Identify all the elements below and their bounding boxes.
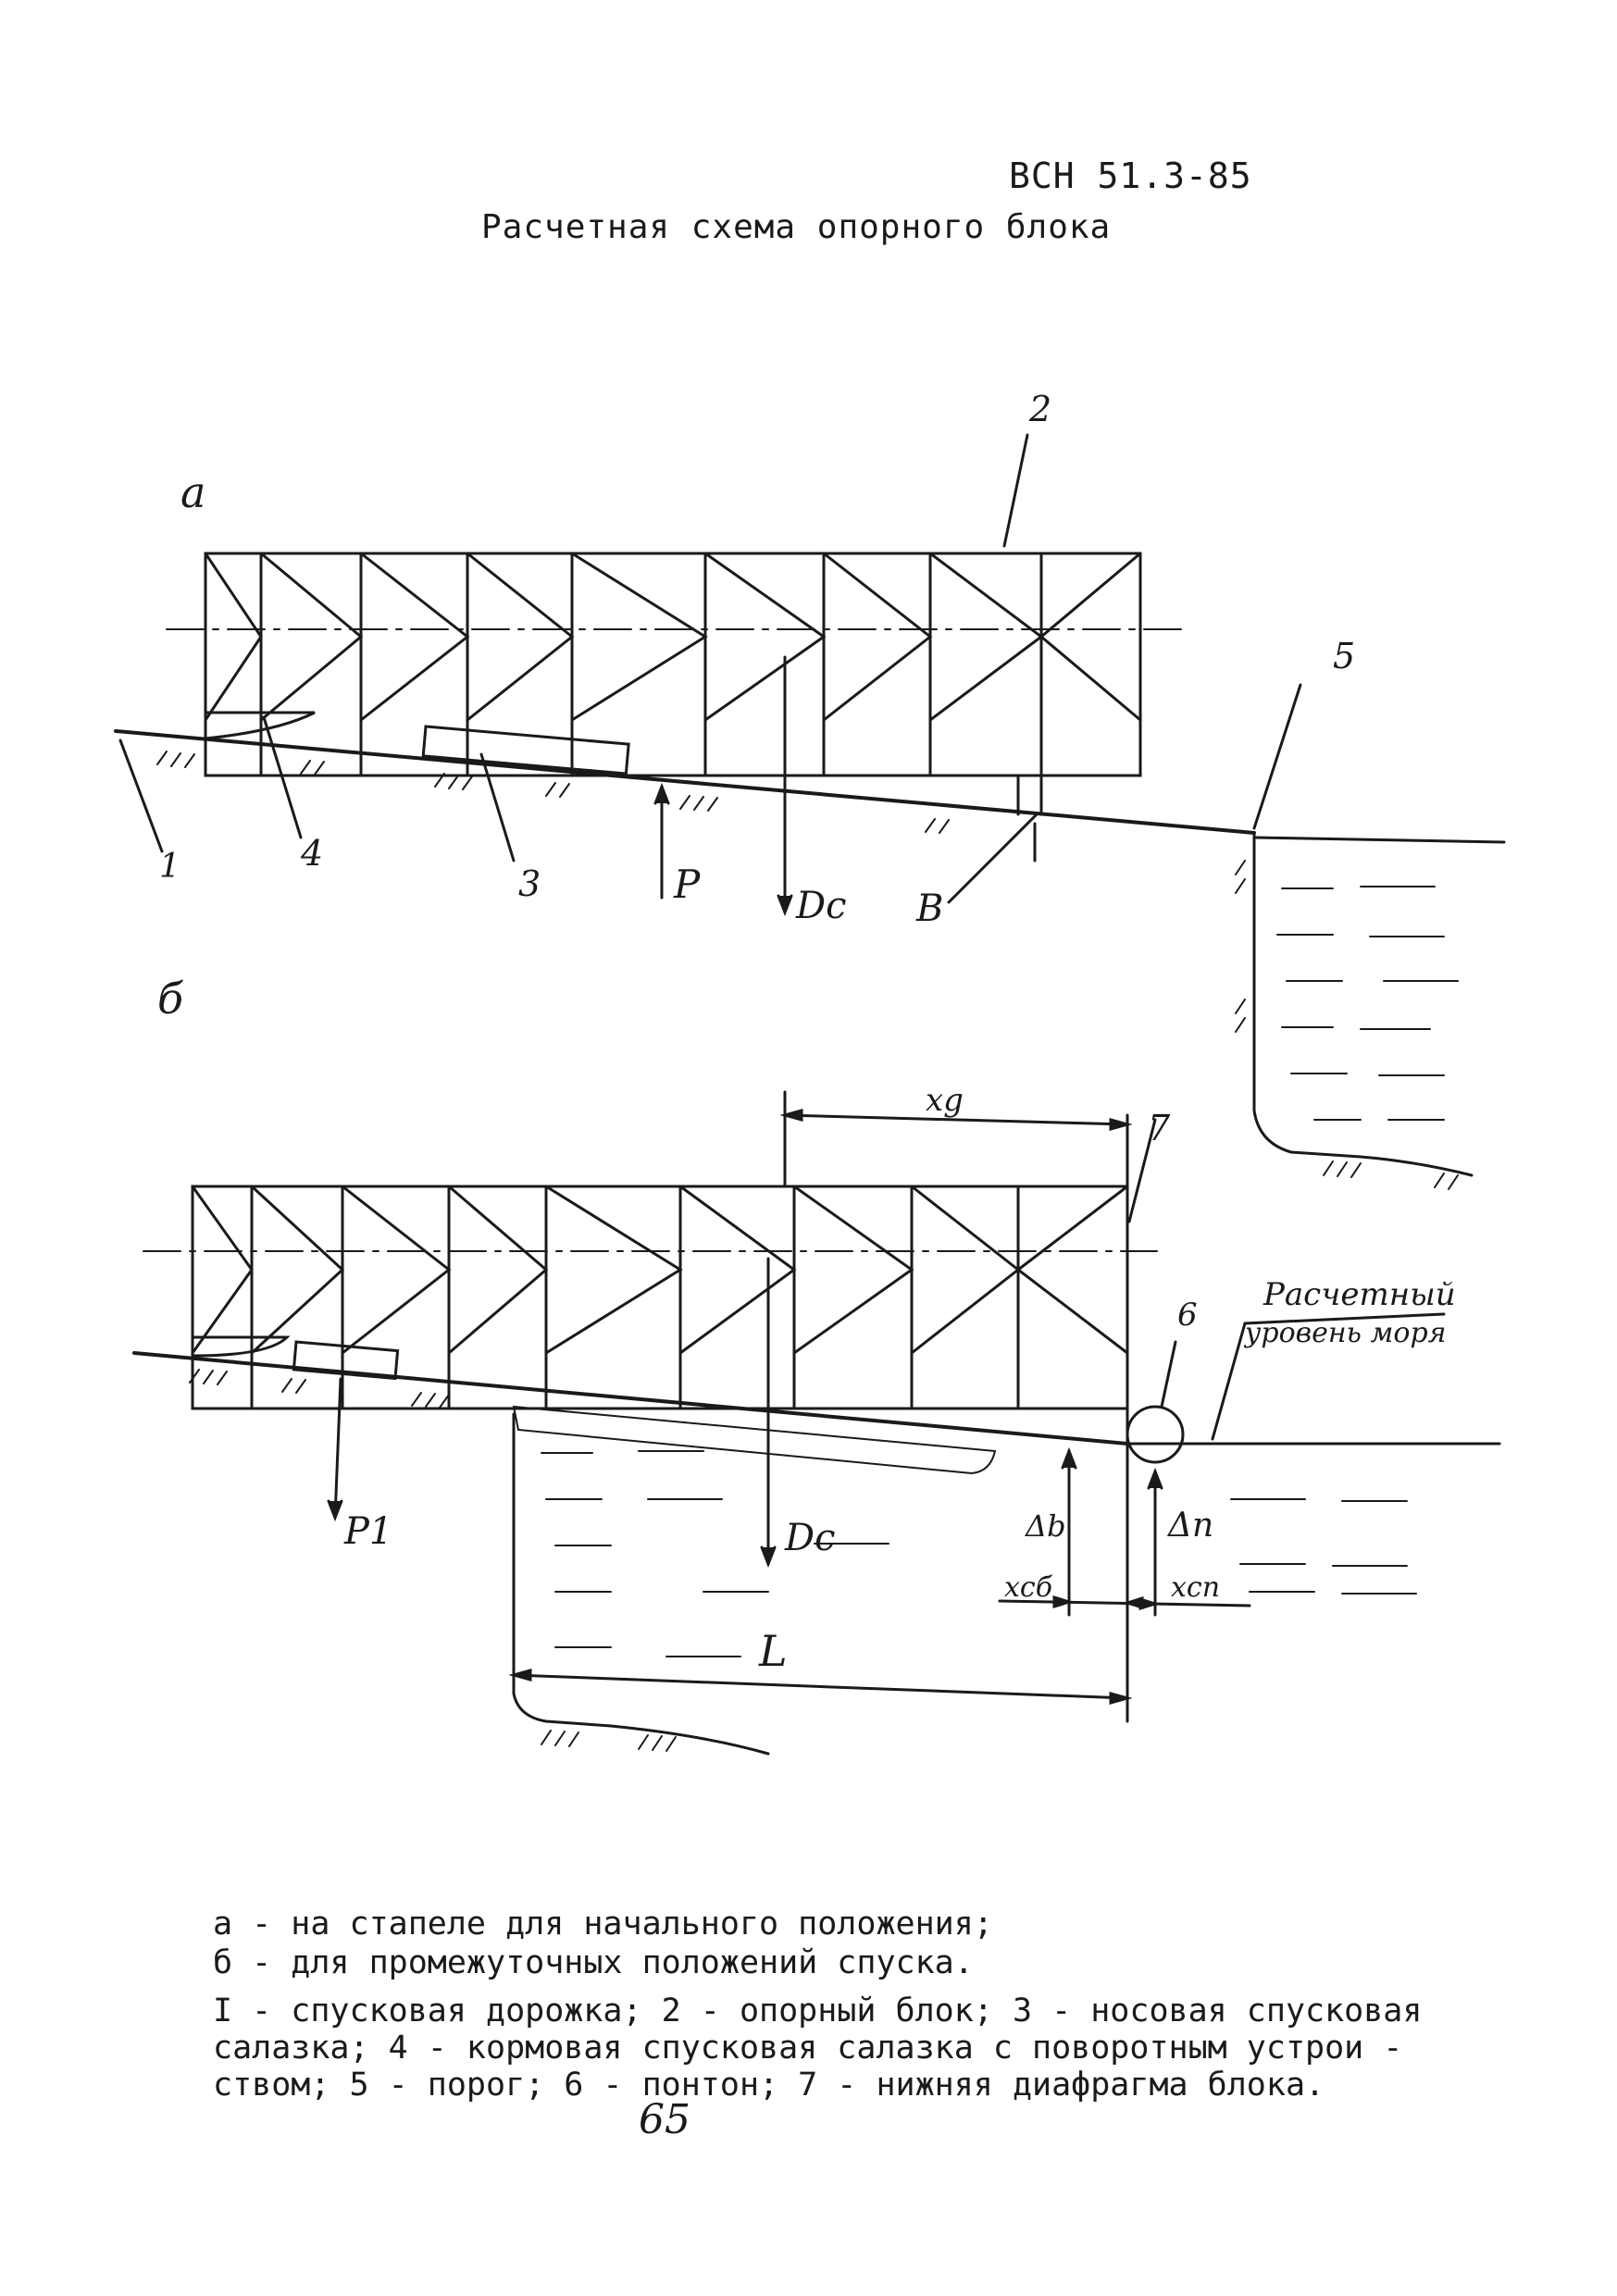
document-code: ВСН 51.3-85: [1009, 155, 1252, 196]
label-B: B: [915, 887, 943, 930]
label-delta-b: Δb: [1024, 1508, 1066, 1544]
pontoon-circle: [1126, 1405, 1185, 1464]
label-x-cn: xсп: [1171, 1571, 1220, 1604]
page-title: Расчетная схема опорного блока: [481, 208, 1112, 246]
label-xg: xg: [926, 1082, 964, 1119]
label-Dc-a: Dc: [795, 885, 846, 927]
support-block-b: [191, 1185, 1129, 1410]
support-block-a: [204, 552, 1142, 777]
caption-line-b: б - для промежуточных положений спуска.: [213, 1944, 974, 1981]
label-L: L: [758, 1626, 788, 1676]
panel-a-label: а: [180, 467, 205, 517]
legend-line-1: I - спусковая дорожка; 2 - опорный блок;…: [213, 1992, 1423, 2029]
panel-b-drawing: [132, 1090, 1501, 1756]
label-7: 7: [1148, 1108, 1171, 1148]
label-Dc-b: Dc: [784, 1517, 835, 1559]
water-level-label-1: Расчетный: [1263, 1276, 1456, 1313]
panel-a-drawing: [114, 433, 1506, 1190]
label-P: P: [673, 862, 701, 907]
label-P1: P1: [343, 1510, 392, 1553]
caption-line-a: а - на стапеле для начального положения;: [213, 1905, 993, 1942]
panel-b-label: б: [157, 974, 184, 1024]
label-5: 5: [1333, 636, 1355, 676]
water-level-label-2: уровень моря: [1243, 1317, 1447, 1349]
label-1: 1: [159, 848, 180, 886]
label-4: 4: [300, 833, 323, 874]
page-number: 65: [639, 2096, 690, 2143]
label-3: 3: [518, 863, 541, 904]
legend-line-2: салазка; 4 - кормовая спусковая салазка …: [213, 2029, 1403, 2066]
label-delta-n: Δn: [1166, 1507, 1213, 1545]
legend-line-3: ством; 5 - порог; 6 - понтон; 7 - нижняя…: [213, 2066, 1325, 2104]
label-6: 6: [1177, 1297, 1198, 1334]
label-x-cb: xсб: [1004, 1571, 1053, 1604]
label-2: 2: [1028, 389, 1051, 429]
